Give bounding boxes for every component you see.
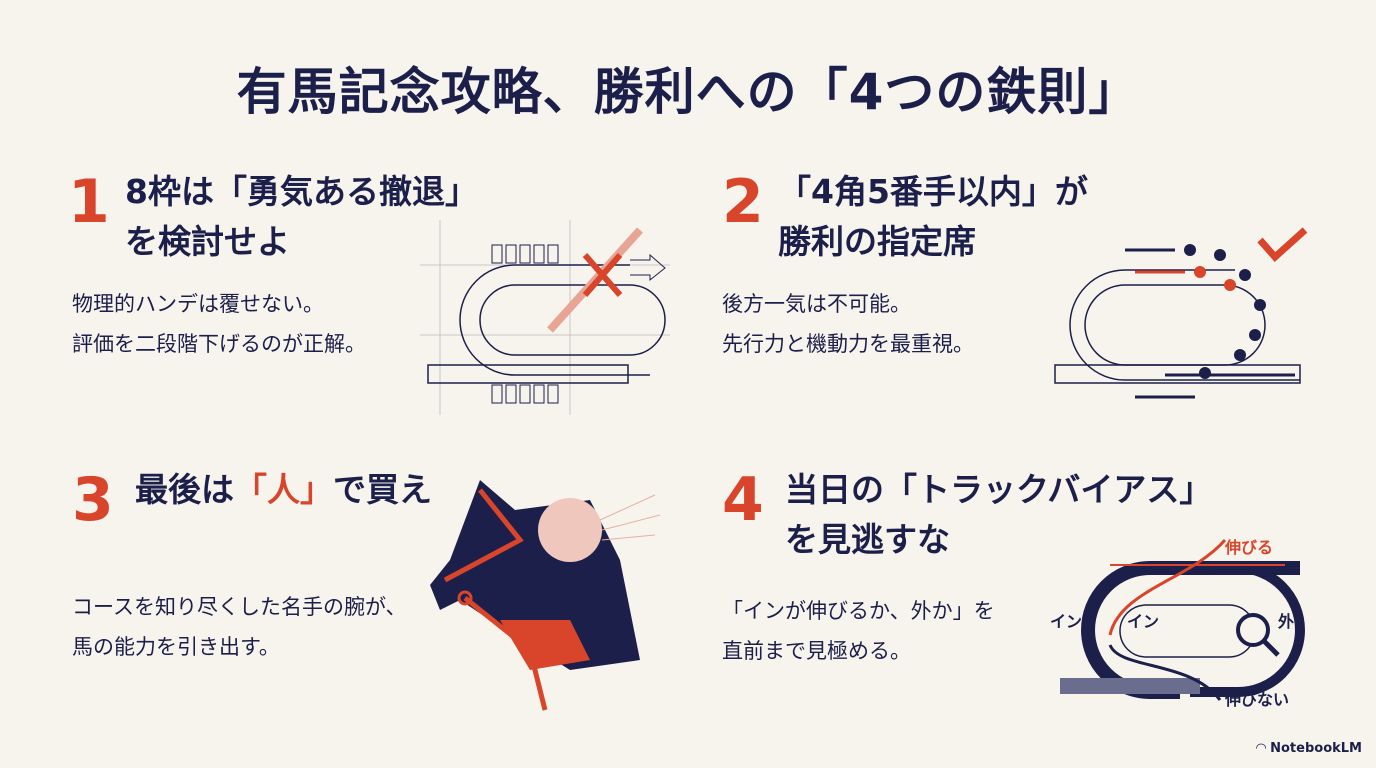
rule-2-body: 後方一気は不可能。 先行力と機動力を最重視。 bbox=[722, 284, 974, 364]
rule-4-number: 4 bbox=[722, 465, 764, 535]
rule-4-heading-line: 当日の「トラックバイアス」 bbox=[785, 470, 1213, 509]
label-in-inner: イン bbox=[1127, 612, 1160, 631]
corner-position-illustration bbox=[1054, 227, 1308, 399]
label-extends: 伸びる bbox=[1225, 538, 1274, 557]
notebooklm-icon: ◠ bbox=[1256, 741, 1267, 756]
horse-jockey-illustration bbox=[430, 480, 661, 711]
rule-3-heading-emphasis: 「人」 bbox=[234, 470, 333, 509]
rule-2-heading-line: 「4角5番手以内」が bbox=[778, 172, 1088, 211]
rule-3-body: コースを知り尽くした名手の腕が、 馬の能力を引き出す。 bbox=[72, 587, 407, 667]
rule-3-heading-pre: 最後は bbox=[135, 470, 234, 509]
rule-2-body-line: 後方一気は不可能。 bbox=[722, 292, 911, 316]
label-out: 外 bbox=[1278, 612, 1295, 631]
rule-1-body-line: 評価を二段階下げるのが正解。 bbox=[72, 332, 366, 356]
rule-3-body-line: 馬の能力を引き出す。 bbox=[72, 635, 280, 659]
rule-4-body-line: 直前まで見極める。 bbox=[722, 639, 911, 663]
rule-1-heading: 8枠は「勇気ある撤退」 を検討せよ bbox=[125, 167, 478, 267]
rule-1-heading-line: を検討せよ bbox=[125, 222, 290, 261]
rule-3-number: 3 bbox=[72, 465, 114, 535]
rule-4-heading-line: を見逃すな bbox=[785, 520, 950, 559]
logo-text: NotebookLM bbox=[1270, 741, 1362, 756]
rule-3-heading-post: で買え bbox=[333, 470, 432, 509]
notebooklm-logo: ◠NotebookLM bbox=[1256, 741, 1362, 756]
rule-3-heading: 最後は「人」で買え bbox=[135, 465, 432, 515]
rule-1-body: 物理的ハンデは覆せない。 評価を二段階下げるのが正解。 bbox=[72, 284, 366, 364]
label-not-extends: 伸びない bbox=[1225, 690, 1290, 709]
rule-1-body-line: 物理的ハンデは覆せない。 bbox=[72, 292, 324, 316]
track-gate-illustration bbox=[420, 220, 670, 415]
rule-4-body: 「インが伸びるか、外か」を 直前まで見極める。 bbox=[722, 591, 995, 671]
rule-1-number: 1 bbox=[68, 167, 110, 237]
page-title: 有馬記念攻略、勝利への「4つの鉄則」 bbox=[236, 63, 1140, 121]
rule-2-heading: 「4角5番手以内」が 勝利の指定席 bbox=[778, 167, 1088, 267]
rule-4-body-line: 「インが伸びるか、外か」を bbox=[722, 599, 995, 623]
rule-2-number: 2 bbox=[722, 167, 764, 237]
rule-3-body-line: コースを知り尽くした名手の腕が、 bbox=[72, 595, 407, 619]
label-in-outer: イン bbox=[1050, 612, 1083, 631]
track-bias-illustration bbox=[1060, 539, 1305, 701]
rule-4-heading: 当日の「トラックバイアス」 を見逃すな bbox=[785, 465, 1212, 565]
rule-2-heading-line: 勝利の指定席 bbox=[778, 222, 976, 261]
rule-2-body-line: 先行力と機動力を最重視。 bbox=[722, 332, 974, 356]
rule-1-heading-line: 8枠は「勇気ある撤退」 bbox=[125, 172, 478, 211]
